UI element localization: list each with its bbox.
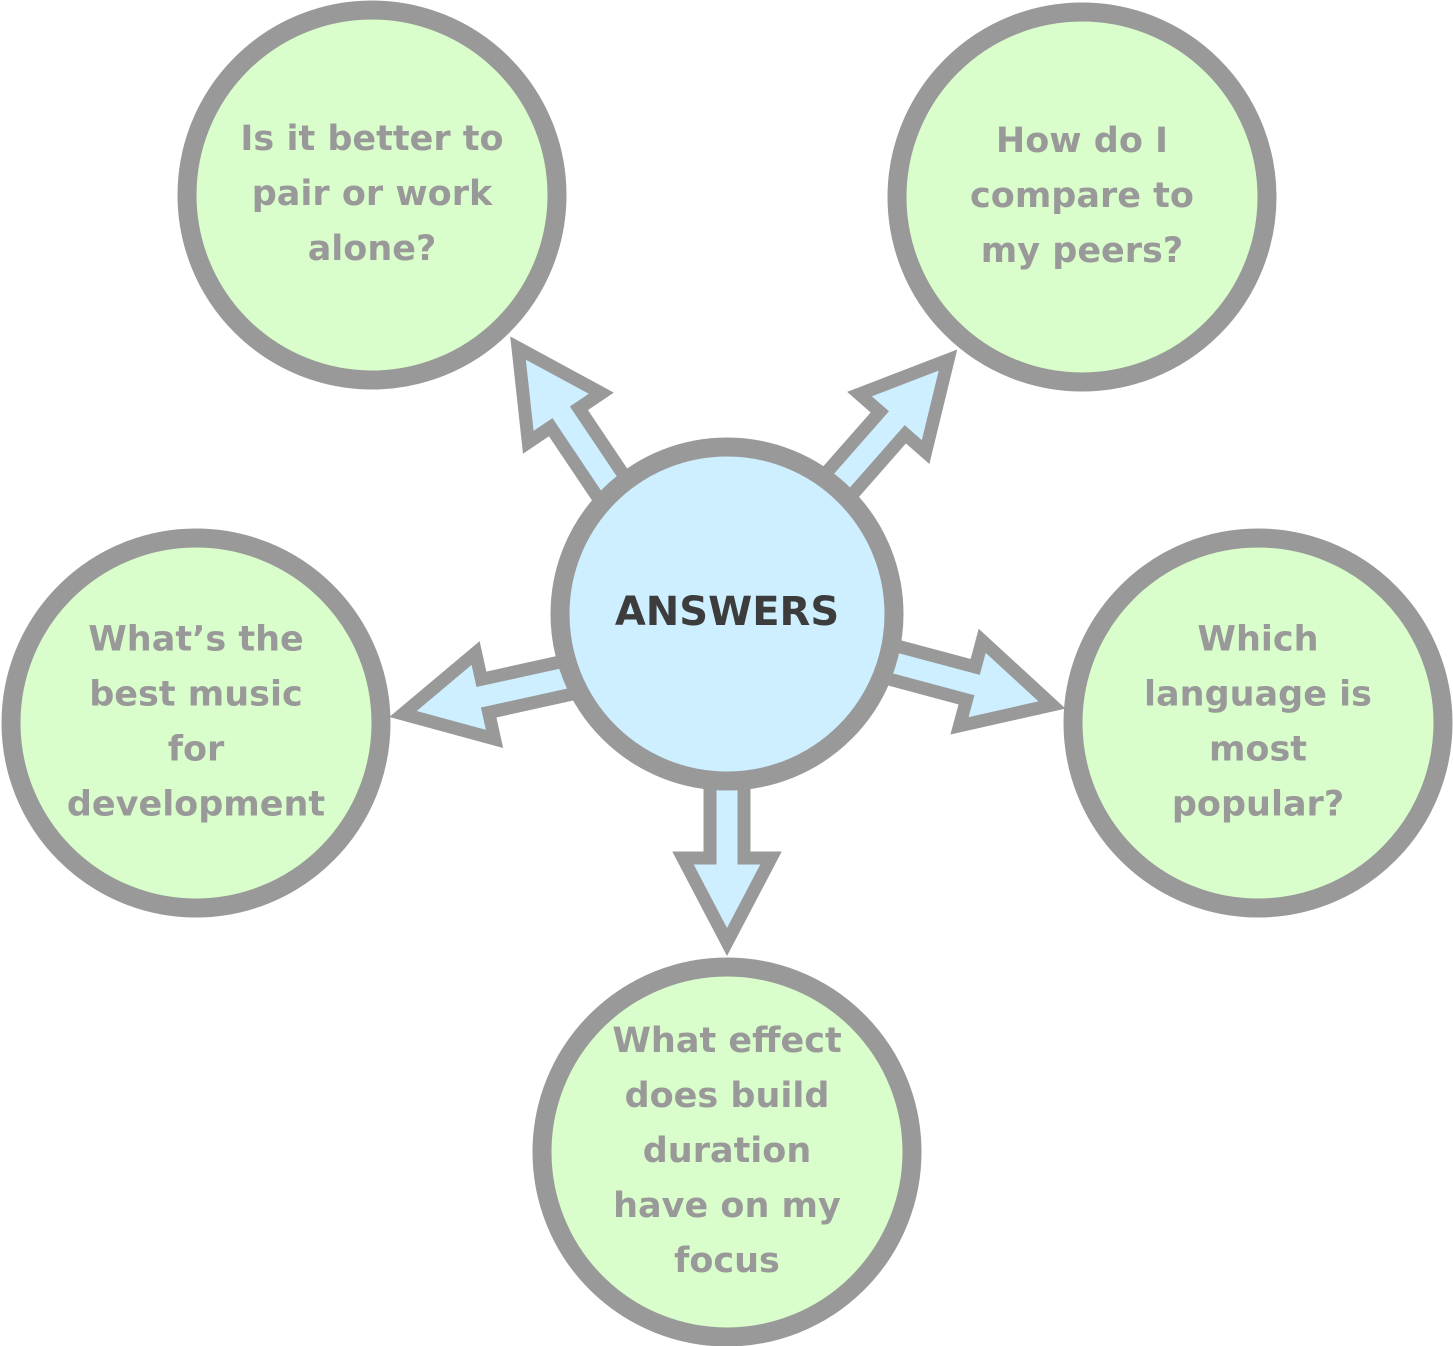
question-circle — [532, 957, 922, 1346]
question-text-line: for — [168, 730, 225, 770]
question-bubble-compare-peers: How do I compare to my peers? — [887, 2, 1277, 392]
question-bubble-pair-or-alone: Is it better to pair or work alone? — [177, 0, 567, 390]
question-text-line: duration — [643, 1131, 812, 1171]
question-text-line: best music — [89, 675, 303, 715]
question-bubble-language-popular: Which language is most popular? — [1063, 528, 1453, 918]
question-text-line: Which — [1197, 620, 1318, 660]
connector-arrows — [389, 336, 1066, 957]
question-text-line: development — [67, 785, 325, 825]
center-node: ANSWERS — [550, 437, 904, 791]
question-text-line: What’s the — [88, 620, 304, 660]
arrow-to-build-duration — [672, 773, 782, 957]
question-text-line: have on my — [613, 1186, 841, 1226]
question-text-line: my peers? — [981, 231, 1183, 271]
question-text-line: does build — [625, 1076, 830, 1116]
question-bubble-best-music: What’s the best music for development — [1, 528, 391, 918]
question-text-line: most — [1209, 730, 1307, 770]
question-text-line: Is it better to — [240, 119, 503, 159]
question-text-line: How do I — [996, 121, 1168, 161]
question-text-line: pair or work — [252, 174, 493, 214]
question-circle — [1063, 528, 1453, 918]
question-text-line: language is — [1144, 675, 1372, 715]
question-text-line: compare to — [970, 176, 1194, 216]
question-circle — [1, 528, 391, 918]
question-circle — [177, 0, 567, 390]
question-text-line: alone? — [308, 229, 437, 269]
question-bubble-build-duration: What effect does build duration have on my f… — [532, 957, 922, 1346]
question-text-line: focus — [674, 1241, 780, 1281]
center-circle — [550, 437, 904, 791]
center-label: ANSWERS — [615, 589, 839, 635]
question-circle — [887, 2, 1277, 392]
arrow-to-compare-peers — [810, 349, 958, 513]
arrow-to-best-music — [389, 641, 592, 748]
question-text-line: popular? — [1172, 785, 1344, 825]
question-text-line: What effect — [612, 1021, 841, 1061]
